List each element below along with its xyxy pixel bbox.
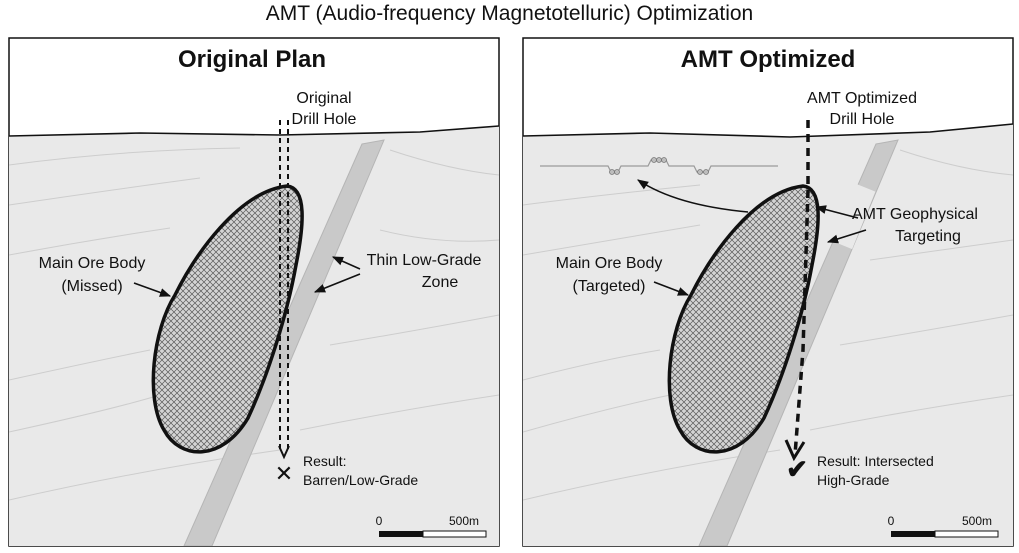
right-scale-start: 0 <box>888 514 895 528</box>
left-zone-pointer-a <box>331 256 361 270</box>
right-result-label-1: Result: Intersected <box>817 453 934 469</box>
right-drill-arrowhead <box>784 439 806 462</box>
right-ore-label-1: Main Ore Body <box>556 255 663 272</box>
left-zone-pointer-b <box>313 273 361 293</box>
right-surface-line <box>523 123 1013 138</box>
left-ore-label-1: Main Ore Body <box>39 255 146 272</box>
right-ore-pointer <box>653 281 690 296</box>
left-drill-arrowhead <box>278 445 290 460</box>
right-result-label-2: High-Grade <box>817 472 890 488</box>
right-drill-label-1: AMT Optimized <box>807 90 917 107</box>
right-ore-body <box>667 184 820 454</box>
right-scale-bar: 0 500m <box>888 514 999 538</box>
left-scale-bar: 0 500m <box>376 514 487 538</box>
left-drill-label-1: Original <box>296 90 351 107</box>
right-targeting-label-2: Targeting <box>895 228 961 245</box>
right-panel-title: AMT Optimized <box>681 46 856 73</box>
amt-survey-pointer <box>637 179 749 213</box>
left-panel: Original Plan Original Drill Hole Main O… <box>8 37 500 547</box>
left-surface-line <box>9 125 499 137</box>
left-ore-body <box>151 184 304 454</box>
left-panel-title: Original Plan <box>178 46 326 73</box>
left-scale-start: 0 <box>376 514 383 528</box>
right-strata <box>523 149 1013 501</box>
left-zone-label-2: Zone <box>422 274 459 291</box>
right-result-check-icon: ✔ <box>786 454 808 484</box>
right-targeting-pointer-a <box>814 205 859 219</box>
left-result-label-2: Barren/Low-Grade <box>303 472 418 488</box>
right-ore-label-2: (Targeted) <box>573 278 646 295</box>
left-zone-label-1: Thin Low-Grade <box>367 252 482 269</box>
right-scale-end: 500m <box>962 514 992 528</box>
right-panel: AMT Optimized AMT Optimized Drill Hole A… <box>522 37 1014 547</box>
right-targeting-label-1: AMT Geophysical <box>852 206 978 223</box>
left-result-label-1: Result: <box>303 453 347 469</box>
left-result-x-icon: ✕ <box>275 461 293 486</box>
right-targeting-pointer-b <box>826 229 867 244</box>
left-scale-end: 500m <box>449 514 479 528</box>
right-drill-label-2: Drill Hole <box>830 111 895 128</box>
left-drill-label-2: Drill Hole <box>292 111 357 128</box>
right-zone-gap <box>819 178 876 250</box>
left-ore-label-2: (Missed) <box>61 278 122 295</box>
figure-title: AMT (Audio-frequency Magnetotelluric) Op… <box>265 2 754 25</box>
left-ore-pointer <box>133 282 172 297</box>
amt-survey-receivers <box>609 157 709 175</box>
right-drill-hole-line <box>793 120 810 456</box>
